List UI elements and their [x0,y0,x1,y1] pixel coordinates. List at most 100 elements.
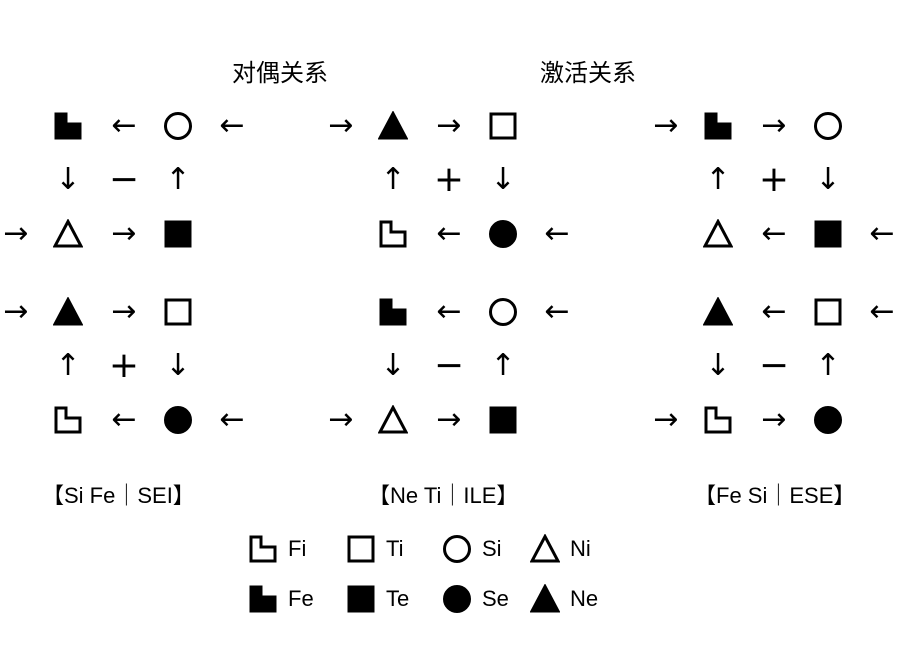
arrow-cell: → [644,398,688,442]
arrow-icon: ↓ [165,348,191,383]
se-solid-circle-icon [489,220,517,248]
group-label-ese: 【Fe Si｜ESE】 [694,483,856,508]
arrow-icon: → [3,216,29,251]
arrow-cell: ↓ [371,344,415,388]
arrow-cell: ↓ [46,158,90,202]
legend-label: Te [386,586,410,611]
ti-open-square-icon [814,298,842,326]
fi-open-l-icon [54,406,82,434]
ti-open-square-icon [347,535,375,563]
arrow-icon: ← [219,402,245,437]
arrow-icon: ↑ [55,348,81,383]
operator-sign: − [758,345,790,386]
arrow-cell: → [319,104,363,148]
legend-item-ne: Ne [530,584,598,614]
fe-solid-l-icon [54,112,82,140]
arrow-icon: ↑ [815,348,841,383]
legend-label: Ne [570,586,599,611]
legend-label: Ni [570,536,591,561]
symbol-ti [156,290,200,334]
arrow-cell: → [752,104,796,148]
legend-item-te: Te [346,584,409,614]
arrow-cell: ↓ [806,158,850,202]
arrow-cell: ← [210,104,254,148]
legend-label: Ti [386,536,404,561]
si-open-circle-icon [443,535,471,563]
arrow-cell: ← [427,290,471,334]
operator-sign: − [433,345,465,386]
fi-open-l-icon [379,220,407,248]
symbol-se [481,212,525,256]
group-label-ile: 【Ne Ti｜ILE】 [368,483,519,508]
arrow-cell: ↑ [156,158,200,202]
legend-label: Fi [288,536,307,561]
arrow-cell: ↓ [696,344,740,388]
operator-cell: − [752,344,796,388]
legend-label: Fe [288,586,314,611]
arrow-cell: → [319,398,363,442]
symbol-ni [371,398,415,442]
arrow-cell: ← [860,290,901,334]
arrow-icon: ↓ [380,348,406,383]
arrow-cell: ↓ [481,158,525,202]
arrow-cell: ↑ [806,344,850,388]
operator-sign: + [108,345,140,386]
symbol-se [156,398,200,442]
symbol-se [806,398,850,442]
symbol-si [481,290,525,334]
symbol-te [481,398,525,442]
arrow-cell: ↑ [46,344,90,388]
arrow-icon: → [761,402,787,437]
arrow-cell: ← [102,104,146,148]
symbol-ne [371,104,415,148]
arrow-icon: ← [111,402,137,437]
ni-open-triangle-icon [530,534,560,563]
symbol-ne [46,290,90,334]
arrow-cell: ← [752,290,796,334]
symbol-ti [806,290,850,334]
operator-cell: + [752,158,796,202]
arrow-cell: ↓ [156,344,200,388]
group-label-sei: 【Si Fe｜SEI】 [42,483,195,508]
operator-cell: − [102,158,146,202]
arrow-icon: ← [219,108,245,143]
arrow-cell: → [0,290,38,334]
legend-item-ni: Ni [530,534,591,564]
arrow-icon: → [328,108,354,143]
symbol-ti [481,104,525,148]
ne-solid-triangle-icon [53,297,83,326]
legend-label: Se [482,586,509,611]
heading-activation-relation: 激活关系 [540,59,636,87]
symbol-fi [371,212,415,256]
symbol-fe [371,290,415,334]
symbol-si [806,104,850,148]
arrow-cell: → [427,398,471,442]
arrow-icon: → [111,216,137,251]
arrow-cell: ← [535,212,579,256]
arrow-cell: ↑ [696,158,740,202]
symbol-fe [696,104,740,148]
arrow-icon: → [111,294,137,329]
operator-sign: − [108,159,140,200]
ne-solid-triangle-icon [703,297,733,326]
symbol-si [156,104,200,148]
ni-open-triangle-icon [378,405,408,434]
arrow-icon: → [436,402,462,437]
symbol-ni [696,212,740,256]
arrow-cell: ↑ [481,344,525,388]
arrow-icon: ← [544,216,570,251]
arrow-icon: ← [544,294,570,329]
se-solid-circle-icon [443,585,471,613]
arrow-icon: ← [761,294,787,329]
fe-solid-l-icon [379,298,407,326]
si-open-circle-icon [164,112,192,140]
arrow-cell: ← [535,290,579,334]
symbol-fi [696,398,740,442]
arrow-cell: → [644,104,688,148]
fi-open-l-icon [249,535,277,563]
arrow-icon: ↑ [490,348,516,383]
arrow-cell: → [752,398,796,442]
operator-cell: − [427,344,471,388]
